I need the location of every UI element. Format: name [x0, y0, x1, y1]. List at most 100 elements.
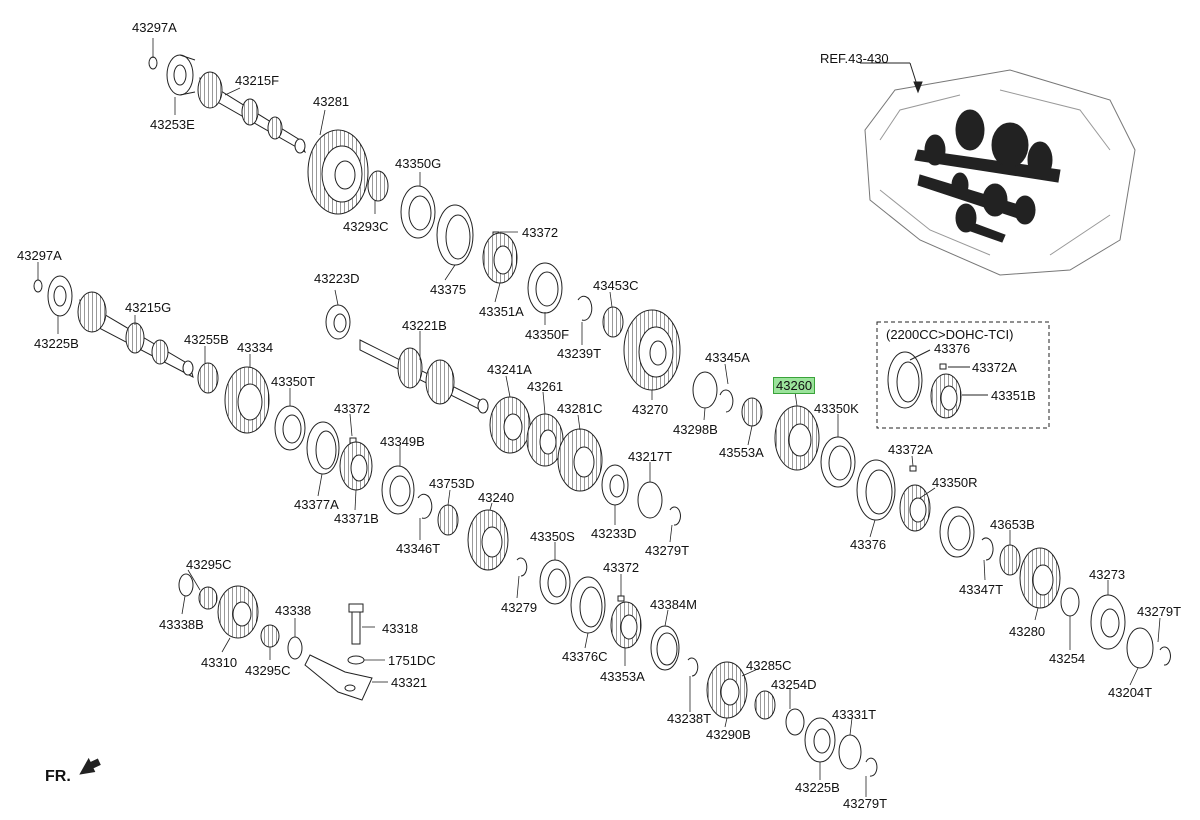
washer-43338	[287, 636, 303, 660]
snap-ring-43279	[516, 557, 528, 577]
part-label-43372-3[interactable]: 43372	[603, 560, 640, 575]
part-label-43338[interactable]: 43338	[275, 603, 312, 618]
part-label-43215G[interactable]: 43215G	[125, 300, 172, 315]
part-label-43239T[interactable]: 43239T	[557, 346, 602, 361]
part-label-1751DC[interactable]: 1751DC	[388, 653, 436, 668]
part-label-43321[interactable]: 43321	[391, 675, 428, 690]
part-label-43280[interactable]: 43280	[1009, 624, 1046, 639]
reverse-idler-group	[178, 573, 373, 701]
part-label-43371B[interactable]: 43371B	[334, 511, 379, 526]
part-label-43350F[interactable]: 43350F	[525, 327, 570, 342]
part-label-43377A[interactable]: 43377A	[294, 497, 339, 512]
part-label-43351B[interactable]: 43351B	[991, 388, 1036, 403]
washer-43338B	[178, 573, 194, 597]
part-label-43261[interactable]: 43261	[527, 379, 564, 394]
part-label-43240[interactable]: 43240	[478, 490, 515, 505]
part-label-43279[interactable]: 43279	[501, 600, 538, 615]
part-label-43297A-1[interactable]: 43297A	[132, 20, 177, 35]
part-label-43375[interactable]: 43375	[430, 282, 467, 297]
part-label-43238T[interactable]: 43238T	[667, 711, 712, 726]
part-label-43279T-1[interactable]: 43279T	[645, 543, 690, 558]
part-label-43290B[interactable]: 43290B	[706, 727, 751, 742]
part-label-43376-2[interactable]: 43376	[934, 341, 971, 356]
part-label-43297A-2[interactable]: 43297A	[17, 248, 62, 263]
sleeve-43376-1	[856, 459, 896, 521]
shim-43331T	[838, 734, 862, 770]
part-label-43215F[interactable]: 43215F	[235, 73, 280, 88]
part-label-43331T[interactable]: 43331T	[832, 707, 877, 722]
part-label-43279T-2[interactable]: 43279T	[1137, 604, 1182, 619]
shim-43217T	[637, 481, 663, 519]
part-label-43204T[interactable]: 43204T	[1108, 685, 1153, 700]
part-label-43350K[interactable]: 43350K	[814, 401, 859, 416]
part-label-43318[interactable]: 43318	[382, 621, 419, 636]
part-label-43223D[interactable]: 43223D	[314, 271, 360, 286]
bearing-43273	[1090, 594, 1126, 650]
part-label-43255B[interactable]: 43255B	[184, 332, 229, 347]
part-label-43279T-3[interactable]: 43279T	[843, 796, 888, 811]
part-label-43253E[interactable]: 43253E	[150, 117, 195, 132]
part-label-43225B-2[interactable]: 43225B	[795, 780, 840, 795]
part-label-43270[interactable]: 43270	[632, 402, 669, 417]
part-label-43349B[interactable]: 43349B	[380, 434, 425, 449]
part-label-43281[interactable]: 43281	[313, 94, 350, 109]
needle-bearing-43453C	[602, 306, 624, 338]
part-label-43298B[interactable]: 43298B	[673, 422, 718, 437]
part-label-43221B[interactable]: 43221B	[402, 318, 447, 333]
part-label-43241A[interactable]: 43241A	[487, 362, 532, 377]
part-label-43372-2[interactable]: 43372	[334, 401, 371, 416]
input-shaft-row-top	[148, 54, 681, 391]
front-label: FR.	[45, 768, 71, 785]
part-label-43753D[interactable]: 43753D	[429, 476, 475, 491]
part-label-43376-1[interactable]: 43376	[850, 537, 887, 552]
part-label-43295C-2[interactable]: 43295C	[245, 663, 291, 678]
washer-43254	[1060, 587, 1080, 617]
snap-ring-43238T	[687, 657, 699, 677]
part-label-43334[interactable]: 43334	[237, 340, 274, 355]
part-label-43553A[interactable]: 43553A	[719, 445, 764, 460]
part-label-43372-1[interactable]: 43372	[522, 225, 559, 240]
part-label-43376C[interactable]: 43376C	[562, 649, 608, 664]
part-label-43653B[interactable]: 43653B	[990, 517, 1035, 532]
leader-lines	[37, 38, 1161, 797]
inset-title: (2200CC>DOHC-TCI)	[886, 327, 1014, 342]
part-label-43217T[interactable]: 43217T	[628, 449, 673, 464]
part-label-43347T[interactable]: 43347T	[959, 582, 1004, 597]
part-label-43293C[interactable]: 43293C	[343, 219, 389, 234]
part-label-43346T[interactable]: 43346T	[396, 541, 441, 556]
key-43372-3	[617, 595, 625, 602]
part-label-43254[interactable]: 43254	[1049, 651, 1086, 666]
washer-43254D	[785, 708, 805, 736]
part-label-43350G[interactable]: 43350G	[395, 156, 442, 171]
snap-ring-43279T-2	[1159, 646, 1171, 666]
part-label-43453C[interactable]: 43453C	[593, 278, 639, 293]
part-label-43225B-1[interactable]: 43225B	[34, 336, 79, 351]
seal-ring-43297A-1	[148, 56, 158, 70]
part-label-43233D[interactable]: 43233D	[591, 526, 637, 541]
needle-bearing-43255B	[197, 362, 219, 394]
key-43372A-1	[909, 465, 917, 472]
part-label-43372A-1[interactable]: 43372A	[888, 442, 933, 457]
part-label-43295C-1[interactable]: 43295C	[186, 557, 232, 572]
part-label-43350T[interactable]: 43350T	[271, 374, 316, 389]
part-label-43384M[interactable]: 43384M	[650, 597, 697, 612]
part-label-43285C[interactable]: 43285C	[746, 658, 792, 673]
seal-ring-43297A-2	[33, 279, 43, 293]
needle-bearing-43295C-1	[198, 586, 218, 610]
part-label-43281C[interactable]: 43281C	[557, 401, 603, 416]
part-label-43345A[interactable]: 43345A	[705, 350, 750, 365]
part-label-43350R[interactable]: 43350R	[932, 475, 978, 490]
part-label-43372A-2[interactable]: 43372A	[972, 360, 1017, 375]
part-label-43254D[interactable]: 43254D	[771, 677, 817, 692]
reference-label: REF.43-430	[820, 51, 889, 66]
lower-shaft-row	[516, 557, 878, 777]
part-label-43353A[interactable]: 43353A	[600, 669, 645, 684]
part-label-43350S[interactable]: 43350S	[530, 529, 575, 544]
output-shaft-row	[33, 275, 509, 571]
part-label-43351A[interactable]: 43351A	[479, 304, 524, 319]
part-label-43310[interactable]: 43310	[201, 655, 238, 670]
part-label-43260[interactable]: 43260	[773, 377, 816, 394]
snap-ring-43347T	[981, 537, 994, 561]
part-label-43273[interactable]: 43273	[1089, 567, 1126, 582]
part-label-43338B[interactable]: 43338B	[159, 617, 204, 632]
